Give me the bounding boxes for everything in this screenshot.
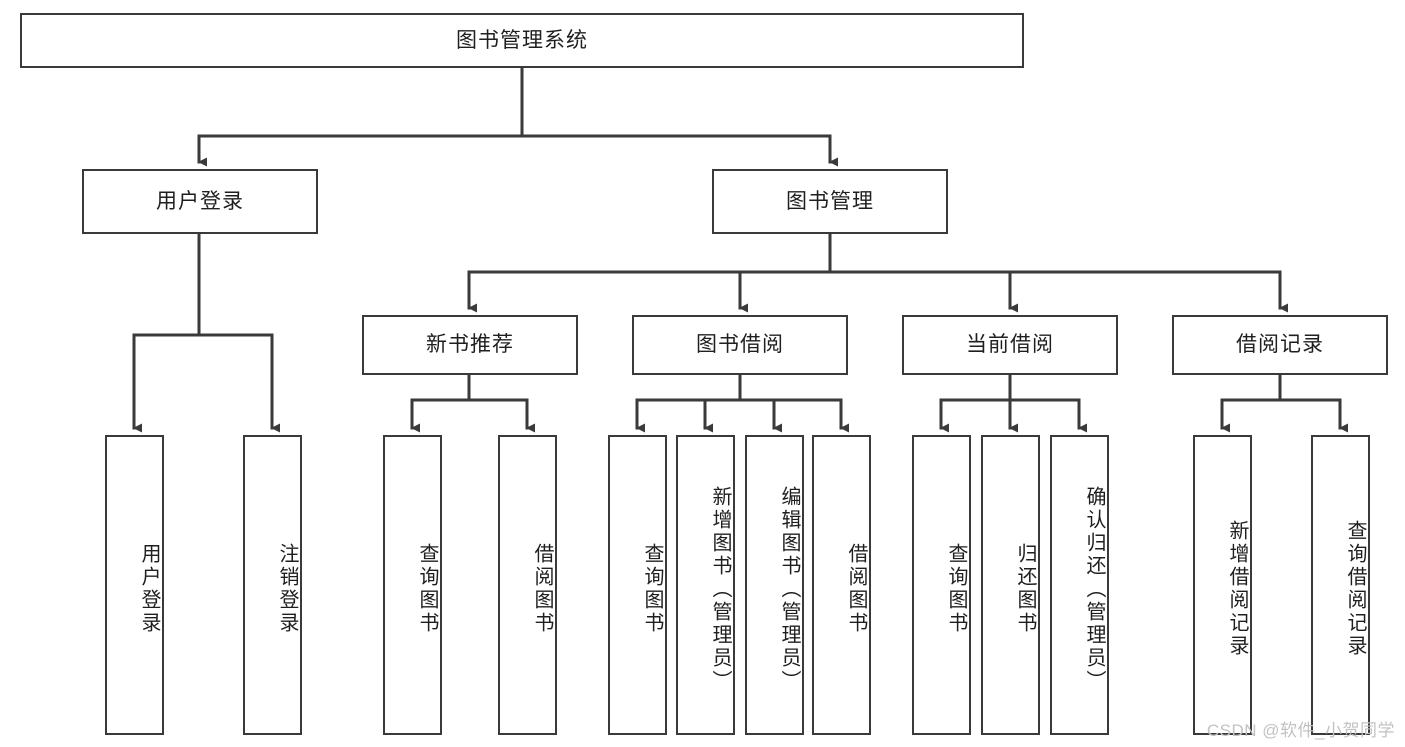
leaf-user-login-logout[interactable]: 注销登录 <box>243 435 302 735</box>
node-root-system[interactable]: 图书管理系统 <box>20 13 1024 68</box>
leaf-new-book-borrow-label: 借阅图书 <box>531 543 553 635</box>
leaf-current-borrow-confirm-label: 确认归还（管理员） <box>1083 485 1105 693</box>
leaf-new-book-query-label: 查询图书 <box>416 543 438 635</box>
leaf-user-login-login-label: 用户登录 <box>138 543 160 635</box>
leaf-book-borrow-borrow[interactable]: 借阅图书 <box>812 435 871 735</box>
leaf-book-borrow-add-label: 新增图书（管理员） <box>709 485 731 693</box>
node-book-management-label: 图书管理 <box>786 189 874 213</box>
leaf-borrow-record-query[interactable]: 查询借阅记录 <box>1311 435 1370 735</box>
leaf-new-book-borrow[interactable]: 借阅图书 <box>498 435 557 735</box>
node-borrow-record-label: 借阅记录 <box>1236 333 1324 357</box>
node-new-book-recommend-label: 新书推荐 <box>426 333 514 357</box>
leaf-current-borrow-confirm[interactable]: 确认归还（管理员） <box>1050 435 1109 735</box>
node-user-login-label: 用户登录 <box>156 189 244 213</box>
node-borrow-record[interactable]: 借阅记录 <box>1172 315 1388 375</box>
leaf-book-borrow-edit-label: 编辑图书（管理员） <box>778 485 800 693</box>
node-user-login[interactable]: 用户登录 <box>82 169 318 234</box>
node-root-system-label: 图书管理系统 <box>456 28 588 52</box>
leaf-book-borrow-edit[interactable]: 编辑图书（管理员） <box>745 435 804 735</box>
leaf-current-borrow-return[interactable]: 归还图书 <box>981 435 1040 735</box>
leaf-book-borrow-borrow-label: 借阅图书 <box>845 543 867 635</box>
leaf-current-borrow-query[interactable]: 查询图书 <box>912 435 971 735</box>
leaf-current-borrow-query-label: 查询图书 <box>945 543 967 635</box>
leaf-borrow-record-query-label: 查询借阅记录 <box>1344 520 1366 658</box>
leaf-book-borrow-query-label: 查询图书 <box>641 543 663 635</box>
node-new-book-recommend[interactable]: 新书推荐 <box>362 315 578 375</box>
leaf-user-login-logout-label: 注销登录 <box>276 543 298 635</box>
leaf-borrow-record-add-label: 新增借阅记录 <box>1226 520 1248 658</box>
node-current-borrow-label: 当前借阅 <box>966 333 1054 357</box>
leaf-user-login-login[interactable]: 用户登录 <box>105 435 164 735</box>
leaf-new-book-query[interactable]: 查询图书 <box>383 435 442 735</box>
leaf-borrow-record-add[interactable]: 新增借阅记录 <box>1193 435 1252 735</box>
leaf-book-borrow-add[interactable]: 新增图书（管理员） <box>676 435 735 735</box>
node-book-management[interactable]: 图书管理 <box>712 169 948 234</box>
node-current-borrow[interactable]: 当前借阅 <box>902 315 1118 375</box>
leaf-current-borrow-return-label: 归还图书 <box>1014 543 1036 635</box>
node-book-borrow-label: 图书借阅 <box>696 333 784 357</box>
node-book-borrow[interactable]: 图书借阅 <box>632 315 848 375</box>
leaf-book-borrow-query[interactable]: 查询图书 <box>608 435 667 735</box>
